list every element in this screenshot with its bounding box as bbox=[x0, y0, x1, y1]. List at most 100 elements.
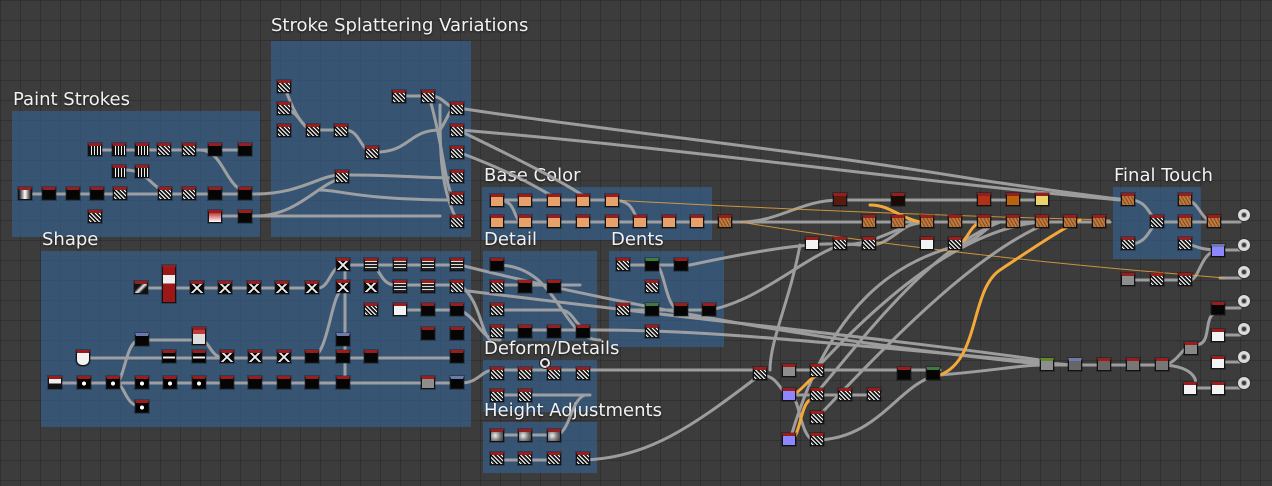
node-graph[interactable] bbox=[576, 194, 590, 207]
node-graph[interactable] bbox=[334, 124, 348, 137]
node-graph[interactable] bbox=[490, 429, 504, 442]
node-graph[interactable] bbox=[1121, 237, 1135, 250]
node-graph[interactable] bbox=[450, 303, 464, 316]
node-graph[interactable] bbox=[1121, 193, 1135, 206]
node-graph[interactable] bbox=[1207, 215, 1221, 228]
node-graph[interactable] bbox=[1178, 215, 1192, 228]
node-graph[interactable] bbox=[547, 367, 561, 380]
node-graph[interactable] bbox=[238, 187, 252, 200]
node-graph[interactable] bbox=[450, 280, 464, 293]
node-graph[interactable] bbox=[547, 452, 561, 465]
node-graph[interactable] bbox=[1068, 358, 1082, 371]
node-graph[interactable] bbox=[605, 215, 619, 228]
node-graph[interactable] bbox=[1211, 302, 1225, 315]
node-graph[interactable] bbox=[450, 146, 464, 159]
node-graph[interactable] bbox=[862, 215, 876, 228]
node-graph[interactable] bbox=[220, 376, 234, 389]
node-graph[interactable] bbox=[1063, 215, 1077, 228]
node-graph[interactable] bbox=[810, 364, 824, 377]
node-graph[interactable] bbox=[645, 258, 659, 271]
node-graph[interactable] bbox=[450, 124, 464, 137]
node-graph[interactable] bbox=[1121, 273, 1135, 286]
node-graph[interactable] bbox=[1178, 193, 1192, 206]
node-graph[interactable] bbox=[810, 388, 824, 401]
node-graph[interactable] bbox=[674, 258, 688, 271]
node-graph[interactable] bbox=[364, 350, 378, 363]
node-graph[interactable] bbox=[633, 215, 647, 228]
node-graph[interactable] bbox=[833, 237, 847, 250]
node-graph[interactable] bbox=[518, 280, 532, 293]
node-graph[interactable] bbox=[42, 187, 56, 200]
node-graph[interactable] bbox=[1150, 273, 1164, 286]
node-graph[interactable] bbox=[135, 165, 149, 178]
node-graph[interactable] bbox=[782, 433, 796, 446]
node-graph[interactable] bbox=[977, 193, 991, 206]
node-graph[interactable] bbox=[421, 376, 435, 389]
node-graph[interactable] bbox=[113, 187, 127, 200]
node-graph[interactable] bbox=[208, 210, 222, 223]
node-graph[interactable] bbox=[336, 376, 350, 389]
node-graph[interactable] bbox=[1150, 215, 1164, 228]
node-graph[interactable] bbox=[1178, 237, 1192, 250]
node-graph[interactable] bbox=[490, 389, 504, 402]
node-graph[interactable] bbox=[192, 350, 206, 363]
node-graph[interactable] bbox=[162, 265, 176, 303]
node-graph[interactable] bbox=[450, 258, 464, 271]
node-graph[interactable] bbox=[163, 376, 177, 389]
node-graph[interactable] bbox=[547, 429, 561, 442]
node-graph[interactable] bbox=[490, 325, 504, 338]
node-graph[interactable] bbox=[605, 194, 619, 207]
node-graph[interactable] bbox=[158, 187, 172, 200]
node-graph[interactable] bbox=[1006, 193, 1020, 206]
node-graph[interactable] bbox=[645, 280, 659, 293]
node-graph[interactable] bbox=[134, 281, 148, 294]
node-graph[interactable] bbox=[518, 429, 532, 442]
node-graph[interactable] bbox=[1211, 329, 1225, 342]
node-graph[interactable] bbox=[392, 90, 406, 103]
node-graph[interactable] bbox=[112, 143, 126, 156]
node-graph[interactable] bbox=[305, 281, 319, 294]
node-graph[interactable] bbox=[690, 215, 704, 228]
node-graph[interactable] bbox=[1097, 358, 1111, 371]
node-graph[interactable] bbox=[920, 237, 934, 250]
node-graph[interactable] bbox=[365, 146, 379, 159]
output-opacity-icon[interactable] bbox=[1237, 376, 1251, 390]
node-graph[interactable] bbox=[490, 258, 504, 271]
output-roughness-icon[interactable] bbox=[1237, 265, 1251, 279]
output-ambient-occlusion-icon[interactable] bbox=[1237, 350, 1251, 364]
node-graph[interactable] bbox=[450, 215, 464, 228]
output-normal-icon[interactable] bbox=[1237, 238, 1251, 252]
node-graph[interactable] bbox=[182, 187, 196, 200]
node-graph[interactable] bbox=[88, 210, 102, 223]
node-graph[interactable] bbox=[948, 237, 962, 250]
node-graph[interactable] bbox=[393, 303, 407, 316]
node-graph[interactable] bbox=[306, 124, 320, 137]
node-graph[interactable] bbox=[162, 350, 176, 363]
node-graph[interactable] bbox=[1040, 358, 1054, 371]
node-graph[interactable] bbox=[977, 215, 991, 228]
node-graph[interactable] bbox=[66, 187, 80, 200]
node-graph[interactable] bbox=[616, 258, 630, 271]
node-graph[interactable] bbox=[891, 215, 905, 228]
node-graph[interactable] bbox=[518, 325, 532, 338]
node-graph[interactable] bbox=[1184, 342, 1198, 355]
node-graph[interactable] bbox=[782, 388, 796, 401]
node-graph[interactable] bbox=[48, 376, 62, 389]
node-graph[interactable] bbox=[192, 376, 206, 389]
node-graph[interactable] bbox=[238, 143, 252, 156]
node-graph[interactable] bbox=[1092, 215, 1106, 228]
node-graph[interactable] bbox=[190, 281, 204, 294]
node-graph[interactable] bbox=[547, 325, 561, 338]
node-graph[interactable] bbox=[247, 281, 261, 294]
node-graph[interactable] bbox=[718, 215, 732, 228]
node-graph[interactable] bbox=[220, 350, 234, 363]
node-graph[interactable] bbox=[277, 124, 291, 137]
node-graph[interactable] bbox=[645, 325, 659, 338]
node-graph[interactable] bbox=[576, 367, 590, 380]
node-graph[interactable] bbox=[490, 303, 504, 316]
node-graph[interactable] bbox=[364, 258, 378, 271]
node-graph[interactable] bbox=[364, 303, 378, 316]
node-graph[interactable] bbox=[833, 193, 847, 206]
node-graph[interactable] bbox=[1155, 358, 1169, 371]
node-graph[interactable] bbox=[576, 325, 590, 338]
